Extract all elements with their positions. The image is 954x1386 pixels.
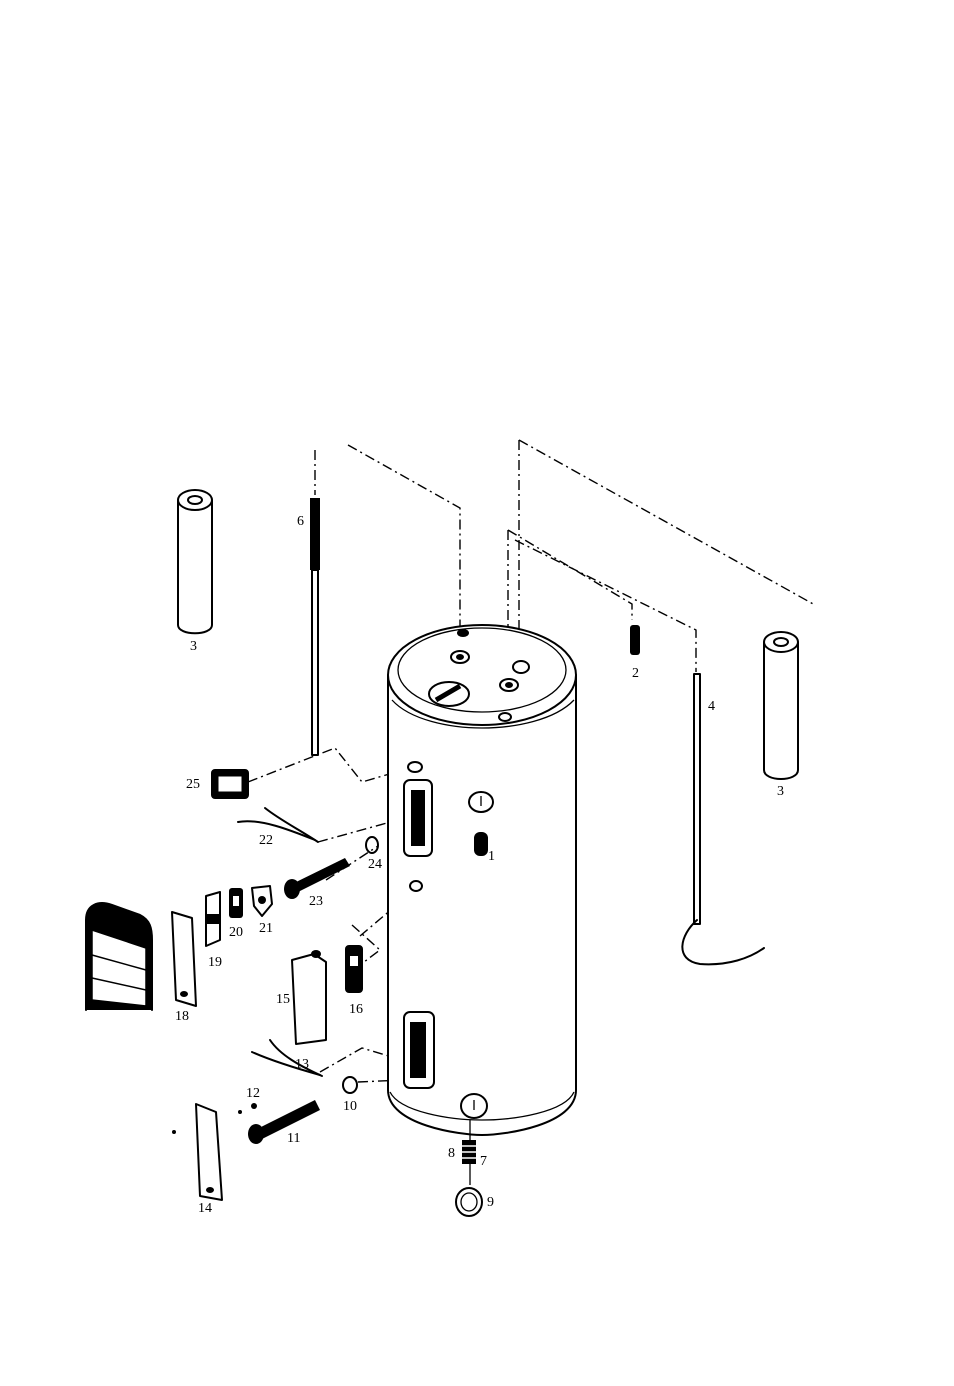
insulation-sleeve-right [764, 632, 798, 779]
label-part-9: 9 [487, 1195, 494, 1210]
anode-cap [429, 682, 469, 706]
lower-access-cover [196, 1104, 222, 1200]
thermostat-cover-clip [206, 892, 220, 946]
lower-gasket [343, 1077, 357, 1093]
label-part-6: 6 [297, 514, 304, 529]
label-part-23: 23 [309, 894, 323, 909]
nipple-fitting [630, 625, 640, 655]
screw [172, 1130, 176, 1134]
lower-wires [252, 1040, 322, 1076]
upper-wires [238, 808, 318, 842]
label-part-3: 3 [190, 639, 197, 654]
lower-thermostat-insulation [292, 950, 326, 1044]
lower-element-opening [404, 1012, 434, 1088]
label-part-1: 1 [488, 849, 495, 864]
label-part-19: 19 [208, 955, 222, 970]
upper-heating-element [284, 858, 350, 899]
label-part-13: 13 [295, 1057, 309, 1072]
label-part-15: 15 [276, 992, 290, 1007]
label-part-20: 20 [229, 925, 243, 940]
label-part-10: 10 [343, 1099, 357, 1114]
label-part-11: 11 [287, 1131, 300, 1146]
anode-rod [310, 498, 320, 755]
thermostat-bracket [229, 888, 243, 918]
screw [251, 1103, 257, 1109]
drain-cap [456, 1188, 482, 1216]
label-part-8: 8 [448, 1146, 455, 1161]
label-part-25: 25 [186, 777, 200, 792]
drain-fitting [461, 1094, 487, 1118]
label-part-16: 16 [349, 1002, 363, 1017]
dip-tube [682, 674, 764, 964]
label-part-7: 7 [480, 1154, 487, 1169]
label-part-18: 18 [175, 1009, 189, 1024]
label-part-22: 22 [259, 833, 273, 848]
lower-thermostat [346, 946, 362, 992]
upper-access-cover [172, 912, 196, 1006]
label-part-21: 21 [259, 921, 273, 936]
lower-heating-element [248, 1100, 320, 1144]
upper-thermostat [212, 770, 248, 798]
label-part-24: 24 [368, 857, 382, 872]
label-part-2: 2 [632, 666, 639, 681]
label-part-4: 4 [708, 699, 715, 714]
insulation-sleeve-left [178, 490, 212, 633]
label-part-14: 14 [198, 1201, 212, 1216]
element-clip [252, 886, 272, 916]
label-part-3: 3 [777, 784, 784, 799]
junction-box-cover [86, 903, 152, 1010]
label-part-12: 12 [246, 1086, 260, 1101]
screw [238, 1110, 242, 1114]
